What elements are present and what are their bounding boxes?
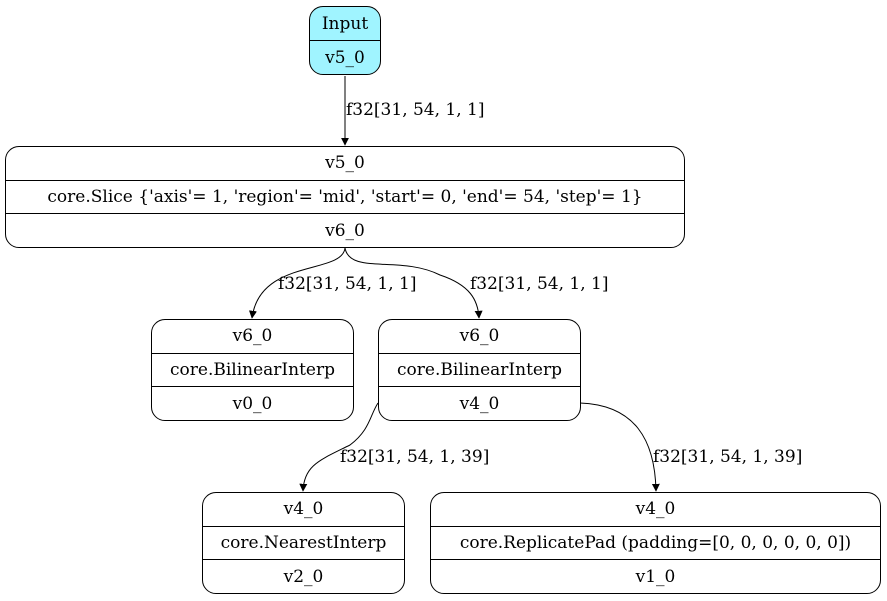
edge-bilinear-to-nearest — [299, 402, 379, 492]
edge-bilinear-to-replicate-pad — [579, 402, 660, 492]
nearest-interp-node[interactable]: v4_0 core.NearestInterp v2_0 — [202, 492, 405, 594]
edge-label-slice-to-bilinear-right: f32[31, 54, 1, 1] — [470, 274, 609, 294]
input-node-title: Input — [321, 13, 369, 34]
replicate-pad-op: core.ReplicatePad (padding=[0, 0, 0, 0, … — [431, 525, 880, 560]
edge-label-bilinear-to-replicate-pad: f32[31, 54, 1, 39] — [653, 447, 803, 467]
bilinear-interp-right-node[interactable]: v6_0 core.BilinearInterp v4_0 — [378, 319, 581, 421]
input-node[interactable]: Input v5_0 — [309, 6, 381, 75]
nearest-input: v4_0 — [283, 499, 324, 520]
slice-node-output: v6_0 — [6, 213, 684, 247]
bilinear-left-input: v6_0 — [232, 326, 273, 347]
input-node-output: v5_0 — [310, 40, 380, 74]
bilinear-right-op: core.BilinearInterp — [379, 352, 580, 387]
bilinear-interp-left-node[interactable]: v6_0 core.BilinearInterp v0_0 — [151, 319, 354, 421]
edge-label-bilinear-to-nearest: f32[31, 54, 1, 39] — [340, 447, 490, 467]
bilinear-left-op: core.BilinearInterp — [152, 352, 353, 387]
bilinear-right-input: v6_0 — [459, 326, 500, 347]
slice-node[interactable]: v5_0 core.Slice {'axis'= 1, 'region'= 'm… — [5, 146, 685, 248]
edge-slice-to-bilinear-left — [248, 247, 346, 319]
bilinear-right-output: v4_0 — [379, 386, 580, 420]
edge-label-input-to-slice: f32[31, 54, 1, 1] — [346, 100, 485, 120]
bilinear-left-output: v0_0 — [152, 386, 353, 420]
nearest-op: core.NearestInterp — [203, 525, 404, 560]
nearest-output: v2_0 — [203, 559, 404, 593]
slice-node-input: v5_0 — [325, 153, 365, 174]
edge-label-slice-to-bilinear-left: f32[31, 54, 1, 1] — [278, 274, 417, 294]
replicate-pad-input: v4_0 — [635, 499, 676, 520]
replicate-pad-node[interactable]: v4_0 core.ReplicatePad (padding=[0, 0, 0… — [430, 492, 881, 594]
edge-slice-to-bilinear-right — [344, 247, 483, 319]
slice-node-op: core.Slice {'axis'= 1, 'region'= 'mid', … — [6, 179, 684, 214]
replicate-pad-output: v1_0 — [431, 559, 880, 593]
